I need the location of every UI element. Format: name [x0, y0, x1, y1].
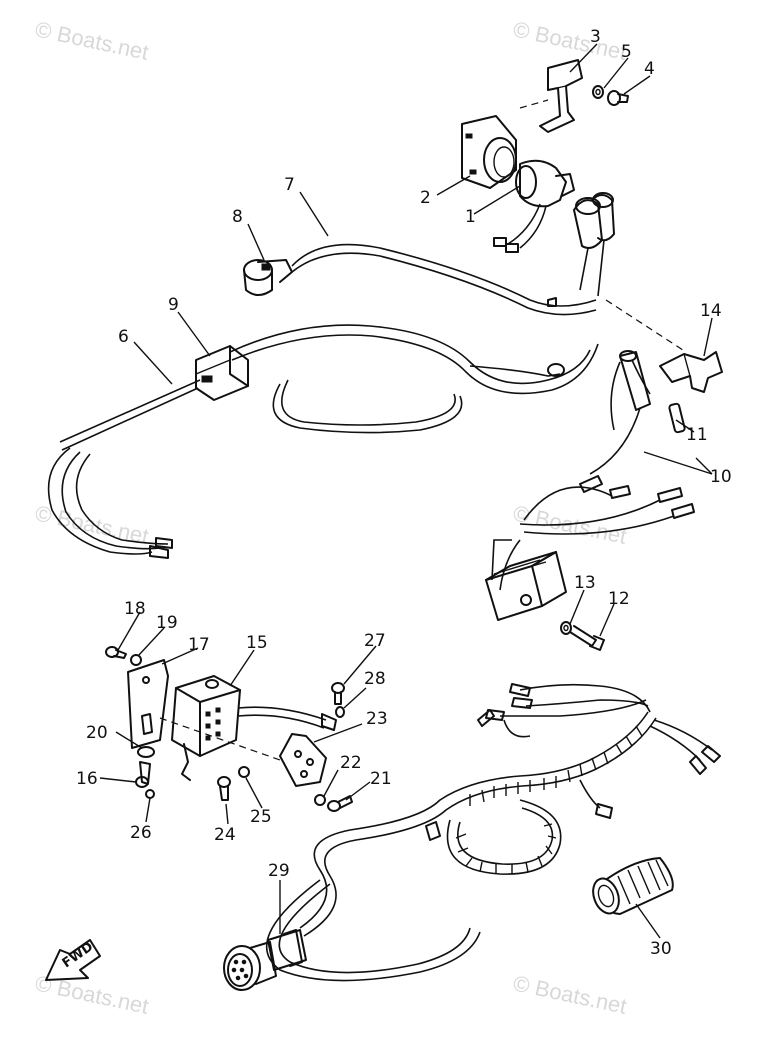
- callout-13: 13: [574, 573, 596, 593]
- callout-10: 10: [710, 467, 732, 487]
- callout-26: 26: [130, 823, 152, 843]
- callout-25: 25: [250, 807, 272, 827]
- part-19-washer[interactable]: [130, 654, 142, 666]
- callout-24: 24: [214, 825, 236, 845]
- part-5-washer[interactable]: [592, 85, 604, 99]
- callout-3: 3: [590, 27, 601, 47]
- watermark-top-left: © Boats.net: [33, 16, 151, 64]
- part-30-tube[interactable]: [589, 857, 674, 917]
- part-21-screw[interactable]: [327, 795, 353, 812]
- callout-21: 21: [370, 769, 392, 789]
- part-16-screw[interactable]: [135, 761, 151, 788]
- part-4-screw[interactable]: [607, 90, 629, 106]
- callout-12: 12: [608, 589, 630, 609]
- part-29-harness[interactable]: [223, 683, 721, 991]
- callout-27: 27: [364, 631, 386, 651]
- callout-8: 8: [232, 207, 243, 227]
- callout-16: 16: [76, 769, 98, 789]
- leader-lines: [99, 43, 713, 939]
- callout-4: 4: [644, 59, 655, 79]
- leader-15-to-23: [159, 717, 281, 761]
- callout-30: 30: [650, 939, 672, 959]
- callout-5: 5: [621, 42, 632, 62]
- part-boots[interactable]: [573, 192, 615, 297]
- callout-7: 7: [284, 175, 295, 195]
- part-28-washer[interactable]: [335, 706, 345, 718]
- part-2-holder[interactable]: [461, 115, 517, 189]
- part-7-wire[interactable]: [291, 243, 597, 316]
- part-17-bracket[interactable]: [127, 659, 169, 749]
- part-13-washer[interactable]: [560, 621, 572, 635]
- part-3-bracket[interactable]: [539, 59, 583, 133]
- watermark-top-right: © Boats.net: [511, 16, 629, 64]
- callout-19: 19: [156, 613, 178, 633]
- callout-20: 20: [86, 723, 108, 743]
- leader-to-14: [605, 299, 687, 353]
- callout-11: 11: [686, 425, 708, 445]
- callout-labels: 1 2 3 4 5 6 7 8 9 10 11 12 13 14 15 16 1…: [76, 27, 732, 959]
- watermark-bottom-left: © Boats.net: [33, 970, 151, 1018]
- part-20-washer[interactable]: [137, 746, 155, 758]
- watermark-bottom-right: © Boats.net: [511, 970, 629, 1018]
- callout-17: 17: [188, 635, 210, 655]
- part-14-clip[interactable]: [659, 351, 723, 393]
- callout-23: 23: [366, 709, 388, 729]
- part-18-screw[interactable]: [105, 646, 127, 659]
- callout-18: 18: [124, 599, 146, 619]
- part-1-relay[interactable]: [493, 159, 575, 253]
- part-25-washer[interactable]: [238, 766, 250, 778]
- part-26-washer[interactable]: [145, 789, 155, 799]
- fwd-label: FWD: [60, 939, 97, 971]
- part-9-grommet[interactable]: [195, 345, 249, 401]
- callout-14: 14: [700, 301, 722, 321]
- part-22-washer[interactable]: [314, 794, 326, 806]
- part-23-plate[interactable]: [279, 733, 327, 787]
- part-24-screw[interactable]: [217, 776, 231, 801]
- part-15-relay[interactable]: [171, 675, 337, 781]
- part-8-coil[interactable]: [243, 259, 293, 296]
- callout-6: 6: [118, 327, 129, 347]
- part-10-rectifier[interactable]: [485, 350, 695, 621]
- part-11-fuse[interactable]: [668, 402, 686, 434]
- part-27-screw[interactable]: [331, 682, 345, 705]
- part-6-harness[interactable]: [47, 324, 599, 559]
- callout-1: 1: [465, 207, 476, 227]
- callout-29: 29: [268, 861, 290, 881]
- callout-28: 28: [364, 669, 386, 689]
- part-12-bolt[interactable]: [569, 625, 605, 651]
- callout-2: 2: [420, 188, 431, 208]
- leader-3-to-2: [519, 99, 549, 109]
- callout-22: 22: [340, 753, 362, 773]
- callout-9: 9: [168, 295, 179, 315]
- callout-15: 15: [246, 633, 268, 653]
